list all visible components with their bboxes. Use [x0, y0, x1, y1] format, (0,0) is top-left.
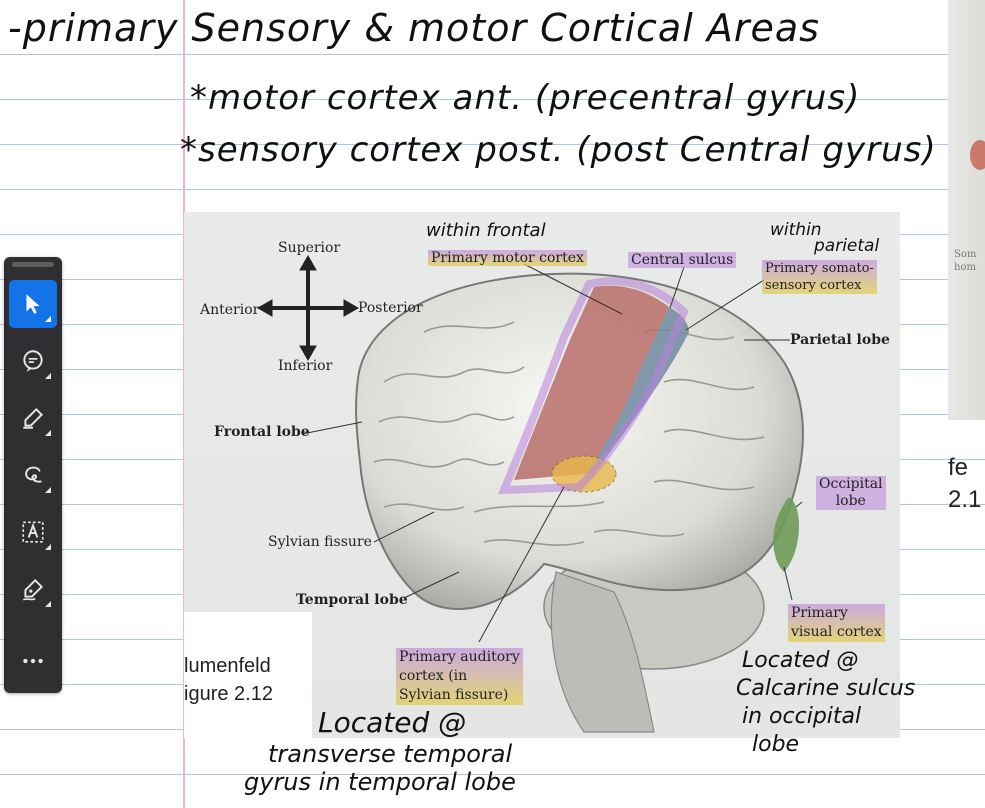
label-auditory-1: Primary auditory: [399, 649, 520, 665]
label-primary-visual-cortex: Primary visual cortex: [788, 604, 885, 642]
notes-line-motor: *motor cortex ant. (precentral gyrus): [190, 78, 861, 118]
label-somatosensory-1: Primary somato-: [765, 261, 874, 276]
brainstem: [550, 571, 655, 733]
note-visual-occipital: in occipital: [742, 704, 862, 729]
more-tools-button[interactable]: [9, 637, 57, 685]
comment-tool-button[interactable]: [9, 337, 57, 385]
note-within-parietal: within parietal: [770, 220, 880, 256]
adjacent-caption: fe 2.1: [948, 452, 981, 516]
caption-line-2: igure 2.12: [184, 683, 273, 705]
highlighter-icon: [23, 407, 44, 429]
annotation-toolbar: [4, 257, 62, 693]
label-sylvian-fissure: Sylvian fissure: [268, 534, 372, 550]
motor-outline: [497, 277, 689, 495]
cursor-icon: [26, 294, 40, 314]
label-auditory-2: cortex (in: [399, 668, 468, 684]
draw-tool-button[interactable]: [9, 451, 57, 499]
label-visual-2: visual cortex: [791, 624, 882, 640]
photo-detail: [970, 140, 985, 170]
photo-text: Som hom: [954, 248, 976, 274]
freehand-icon: [25, 466, 42, 483]
label-inferior: Inferior: [278, 358, 333, 374]
text-box-icon: [22, 521, 44, 543]
note-auditory-located: Located @: [318, 706, 467, 739]
somatosensory-region: [584, 307, 689, 474]
label-parietal-lobe: Parietal lobe: [790, 332, 890, 348]
notes-line-sensory: *sensory cortex post. (post Central gyru…: [180, 130, 937, 170]
photo-text-1: Som: [954, 249, 977, 260]
notes-heading: -primary Sensory & motor Cortical Areas: [8, 6, 820, 50]
visual-region: [773, 497, 800, 572]
gyri-texture: [373, 321, 765, 546]
label-occipital-lobe: Occipital lobe: [816, 476, 886, 510]
photo-text-2: hom: [954, 262, 976, 273]
pen-icon: [22, 578, 44, 601]
submenu-indicator: [45, 487, 51, 493]
select-tool-button[interactable]: [9, 280, 57, 328]
brain-illustration: [256, 254, 804, 733]
note-visual-lobe: lobe: [752, 732, 800, 757]
leader-lines: [301, 263, 803, 643]
compass-arrows: [256, 254, 360, 362]
submenu-indicator: [45, 316, 51, 322]
figure-caption: lumenfeld igure 2.12: [184, 652, 273, 708]
label-superior: Superior: [278, 240, 341, 256]
note-within: within: [770, 220, 822, 240]
label-anterior: Anterior: [200, 302, 260, 318]
note-auditory-gyrus: transverse temporal: [268, 740, 513, 768]
label-primary-motor-cortex: Primary motor cortex: [428, 250, 587, 266]
label-somatosensory: Primary somato- sensory cortex: [762, 260, 877, 294]
label-central-sulcus: Central sulcus: [628, 252, 737, 268]
adjacent-caption-1: fe: [948, 454, 969, 481]
note-visual-sulcus: Calcarine sulcus: [736, 676, 916, 701]
submenu-indicator: [45, 373, 51, 379]
motor-cortex-region: [514, 285, 669, 480]
note-parietal: parietal: [814, 236, 880, 256]
text-tool-button[interactable]: [9, 508, 57, 556]
caption-line-1: lumenfeld: [184, 655, 271, 677]
highlight-tool-button[interactable]: [9, 394, 57, 442]
note-within-frontal: within frontal: [426, 220, 546, 241]
margin-line: [183, 0, 185, 808]
submenu-indicator: [45, 430, 51, 436]
caption-box: [184, 612, 312, 738]
label-occipital-2: lobe: [835, 493, 866, 509]
label-primary-auditory-cortex: Primary auditory cortex (in Sylvian fiss…: [396, 648, 523, 705]
label-temporal-lobe: Temporal lobe: [296, 592, 408, 608]
label-somatosensory-2: sensory cortex: [765, 278, 862, 293]
submenu-indicator: [45, 544, 51, 550]
label-occipital-1: Occipital: [819, 476, 883, 492]
adjacent-caption-2: 2.1: [948, 486, 982, 513]
comment-icon: [23, 350, 43, 372]
adjacent-photo: Som hom: [948, 0, 985, 420]
label-frontal-lobe: Frontal lobe: [214, 424, 310, 440]
label-posterior: Posterior: [358, 300, 423, 316]
label-visual-1: Primary: [791, 605, 848, 621]
toolbar-grip[interactable]: [12, 262, 54, 267]
more-icon: [23, 658, 43, 664]
brain-figure: Superior Inferior Anterior Posterior Pri…: [184, 212, 900, 738]
note-auditory-lobe: gyrus in temporal lobe: [244, 768, 516, 796]
submenu-indicator: [45, 601, 51, 607]
note-visual-located: Located @: [742, 648, 859, 673]
signature-tool-button[interactable]: [9, 565, 57, 613]
label-auditory-3: Sylvian fissure): [399, 687, 509, 703]
